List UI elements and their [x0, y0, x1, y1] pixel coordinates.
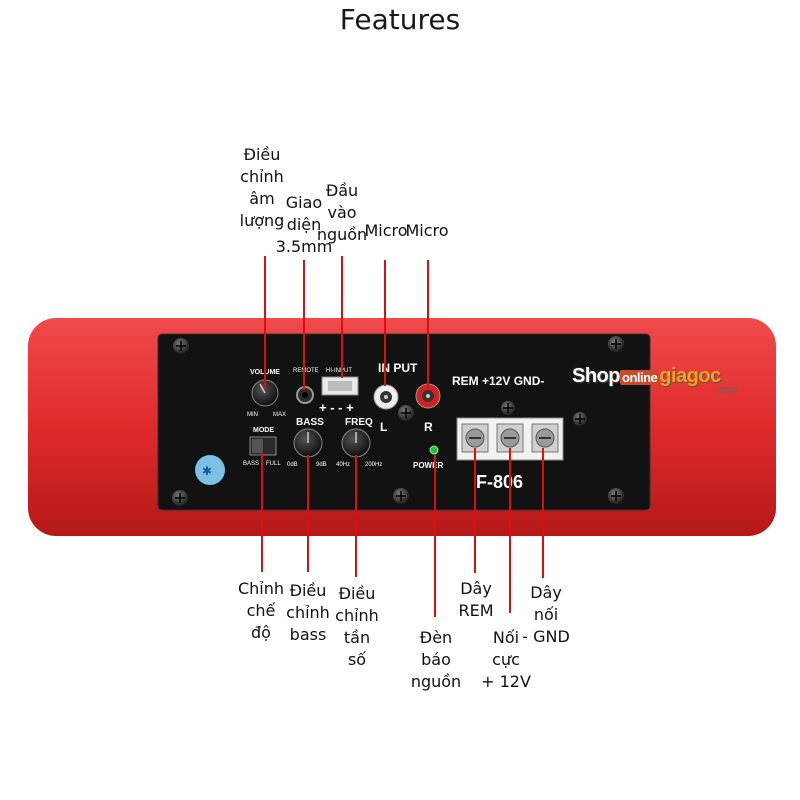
label-bass: Điều chỉnh bass	[286, 581, 330, 644]
label-led: Đèn báo nguồn	[410, 628, 462, 691]
power-led	[429, 445, 439, 455]
screw-icon	[172, 336, 624, 506]
svg-text:REMOTE: REMOTE	[293, 368, 319, 374]
bluetooth-sticker	[195, 455, 225, 485]
svg-text:IN PUT: IN PUT	[378, 361, 418, 375]
volume-pointer	[264, 256, 266, 388]
svg-text:200Hz: 200Hz	[365, 462, 382, 468]
svg-text:POWER: POWER	[413, 461, 443, 470]
label-freq: Điều chỉnh tần số	[335, 584, 379, 669]
svg-text:MODE: MODE	[253, 427, 274, 434]
bass-pointer	[307, 455, 309, 572]
rem-pointer	[474, 448, 476, 573]
svg-text:+ - - +: + - - +	[319, 400, 354, 415]
label-jack: Giao diện 3.5mm	[275, 193, 333, 256]
svg-text:FREQ: FREQ	[345, 417, 373, 428]
svg-text:BASS: BASS	[296, 417, 324, 428]
label-12v: Nối cực + 12V	[481, 628, 531, 691]
svg-text:HI-INPUT: HI-INPUT	[326, 368, 352, 374]
jack-pointer	[303, 260, 305, 390]
black-panel	[157, 333, 651, 511]
svg-text:FULL: FULL	[266, 461, 281, 467]
svg-text:BASS: BASS	[243, 461, 259, 467]
gnd-pointer	[542, 448, 544, 578]
label-rem: Dây REM	[458, 579, 494, 620]
svg-text:MIN: MIN	[247, 412, 258, 418]
label-mode: Chỉnh chế độ	[237, 579, 285, 642]
led-pointer	[434, 455, 436, 617]
terminal-screws	[461, 423, 559, 453]
power-in-pointer	[341, 256, 343, 378]
label-gnd: Dây nối - GND	[522, 583, 570, 646]
label-mic-right: Micro	[405, 221, 449, 240]
model-number: F-806	[476, 472, 523, 492]
label-volume: Điều chỉnh âm lượng	[239, 145, 285, 230]
page-title: Features	[339, 3, 461, 36]
mic-right-pointer	[427, 260, 429, 386]
svg-text:L: L	[380, 420, 387, 434]
svg-text:9dB: 9dB	[316, 462, 327, 468]
freq-pointer	[355, 455, 357, 577]
v12-pointer	[509, 448, 511, 613]
svg-text:0dB: 0dB	[287, 462, 298, 468]
mic-left-pointer	[384, 260, 386, 386]
svg-text:✱: ✱	[202, 464, 212, 478]
svg-text:REM +12V GND-: REM +12V GND-	[452, 374, 544, 388]
svg-text:40Hz: 40Hz	[336, 462, 350, 468]
label-power-in: Đầu vào nguồn	[316, 181, 368, 244]
mode-pointer	[261, 452, 263, 572]
svg-text:R: R	[424, 420, 433, 434]
label-mic-left: Micro	[364, 221, 408, 240]
svg-text:MAX: MAX	[273, 412, 286, 418]
